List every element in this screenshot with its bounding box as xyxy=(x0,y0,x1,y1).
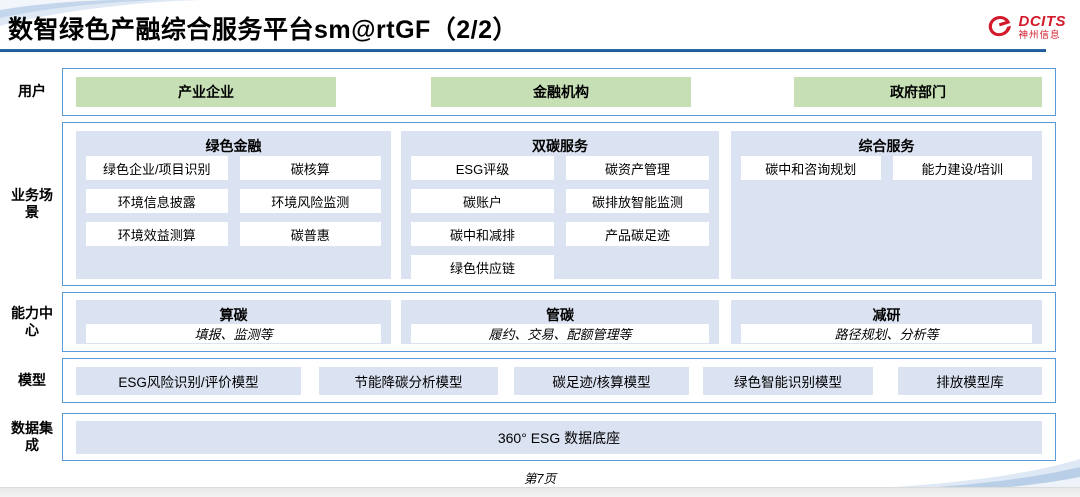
panel-title: 绿色金融 xyxy=(205,138,262,154)
panel-comprehensive: 综合服务 碳中和咨询规划 能力建设/培训 xyxy=(731,131,1042,279)
panel-title: 综合服务 xyxy=(858,138,915,154)
page-number: 第7页 xyxy=(524,472,556,486)
capability-manage-carbon: 管碳 履约、交易、配额管理等 xyxy=(401,300,719,344)
capability-title: 减研 xyxy=(872,307,901,323)
scenario-item: 碳资产管理 xyxy=(566,156,709,180)
scenario-item: 碳中和减排 xyxy=(411,222,554,246)
panel-items: 碳中和咨询规划 能力建设/培训 xyxy=(741,156,1032,180)
logo-subtitle-text: 神州信息 xyxy=(1018,29,1061,41)
scenario-item: ESG评级 xyxy=(411,156,554,180)
user-box-financial: 金融机构 xyxy=(431,77,691,107)
scenario-item: 碳中和咨询规划 xyxy=(741,156,881,180)
scenario-item: 绿色企业/项目识别 xyxy=(86,156,228,180)
bottom-stripe xyxy=(0,487,1080,497)
page-title: 数智绿色产融综合服务平台sm@rtGF（2/2） xyxy=(8,16,519,44)
scenario-item: 能力建设/培训 xyxy=(892,156,1032,180)
panel-items: ESG评级 碳资产管理 碳账户 碳排放智能监测 碳中和减排 产品碳足迹 绿色供应… xyxy=(411,156,709,279)
scenario-item: 产品碳足迹 xyxy=(566,222,709,246)
capability-desc: 履约、交易、配额管理等 xyxy=(411,324,709,343)
data-foundation-box: 360° ESG 数据底座 xyxy=(76,421,1042,454)
user-box-industrial: 产业企业 xyxy=(76,77,336,107)
scenario-item: 绿色供应链 xyxy=(411,255,554,279)
scenario-item: 环境风险监测 xyxy=(239,189,381,213)
model-item: 绿色智能识别模型 xyxy=(703,367,873,395)
model-item: 排放模型库 xyxy=(898,367,1042,395)
row-label-models: 模型 xyxy=(18,371,46,388)
data-integration-row-box: 360° ESG 数据底座 xyxy=(62,413,1056,461)
panel-green-finance: 绿色金融 绿色企业/项目识别 碳核算 环境信息披露 环境风险监测 环境效益测算 … xyxy=(76,131,391,279)
row-label-capabilities: 能力中心 xyxy=(11,304,53,339)
panel-title: 双碳服务 xyxy=(532,138,588,154)
row-label-scenarios: 业务场景 xyxy=(11,186,53,221)
row-label-users: 用户 xyxy=(18,83,46,100)
capability-title: 管碳 xyxy=(546,307,574,323)
users-row-box: 产业企业 金融机构 政府部门 xyxy=(62,68,1056,116)
panel-items: 绿色企业/项目识别 碳核算 环境信息披露 环境风险监测 环境效益测算 碳普惠 xyxy=(86,156,381,246)
title-underline xyxy=(0,49,1046,52)
scenario-item: 环境效益测算 xyxy=(86,222,228,246)
capability-desc: 填报、监测等 xyxy=(86,324,381,343)
scenario-item: 碳普惠 xyxy=(239,222,381,246)
scenario-item: 碳排放智能监测 xyxy=(566,189,709,213)
models-row-box: ESG风险识别/评价模型 节能降碳分析模型 碳足迹/核算模型 绿色智能识别模型 … xyxy=(62,358,1056,403)
capability-reduce-research: 减研 路径规划、分析等 xyxy=(731,300,1042,344)
scenarios-row-box: 绿色金融 绿色企业/项目识别 碳核算 环境信息披露 环境风险监测 环境效益测算 … xyxy=(62,122,1056,286)
logo-brand-text: DCITS xyxy=(1018,12,1066,30)
capability-title: 算碳 xyxy=(219,307,248,323)
scenario-item: 碳账户 xyxy=(411,189,554,213)
model-item: 碳足迹/核算模型 xyxy=(514,367,689,395)
user-box-government: 政府部门 xyxy=(794,77,1042,107)
scenario-item: 碳核算 xyxy=(239,156,381,180)
company-logo: DCITS 神州信息 xyxy=(985,12,1067,42)
model-item: ESG风险识别/评价模型 xyxy=(76,367,301,395)
scenario-item: 环境信息披露 xyxy=(86,189,228,213)
dcits-swirl-icon xyxy=(988,15,1011,37)
panel-dual-carbon: 双碳服务 ESG评级 碳资产管理 碳账户 碳排放智能监测 碳中和减排 产品碳足迹… xyxy=(401,131,719,279)
capability-desc: 路径规划、分析等 xyxy=(741,324,1032,343)
capabilities-row-box: 算碳 填报、监测等 管碳 履约、交易、配额管理等 减研 路径规划、分析等 xyxy=(62,292,1056,352)
capability-calc-carbon: 算碳 填报、监测等 xyxy=(76,300,391,344)
row-label-data-integration: 数据集成 xyxy=(11,419,53,454)
model-item: 节能降碳分析模型 xyxy=(319,367,498,395)
